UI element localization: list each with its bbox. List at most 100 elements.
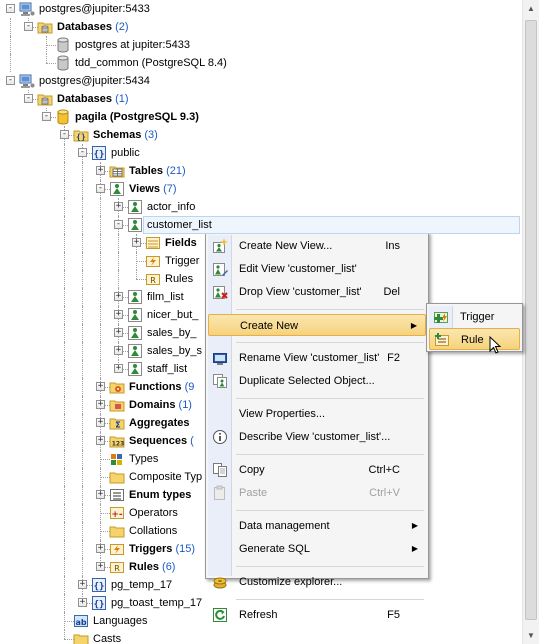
tree-node[interactable]: +sales_by_ [0,324,522,342]
tree-node[interactable]: Casts [0,630,522,644]
menu-item-generate-sql[interactable]: Generate SQL▶ [208,538,426,560]
collapse-icon[interactable]: - [6,3,15,13]
expand-icon[interactable]: + [96,399,105,409]
expand-icon[interactable]: + [96,165,105,175]
tree-node[interactable]: +Functions (9 [0,378,522,396]
tree-node[interactable]: -pagila (PostgreSQL 9.3) [0,108,522,126]
expand-icon[interactable]: + [96,417,105,427]
collapse-icon[interactable]: - [24,93,33,103]
menu-item-duplicate-selected-object[interactable]: Duplicate Selected Object... [208,370,426,392]
tree-node[interactable]: Trigger [0,252,522,270]
trigger-add-icon [433,309,449,325]
expand-icon[interactable]: + [96,561,105,571]
menu-separator [236,398,424,399]
node-name: actor_info [147,201,196,213]
tree-node[interactable]: +film_list [0,288,522,306]
svg-text:123: 123 [112,441,125,448]
collapse-icon[interactable]: - [6,75,15,85]
expand-icon[interactable]: + [114,201,123,211]
tree-guide-line [100,288,101,306]
tree-guide-line [118,252,119,270]
expand-icon[interactable]: + [96,543,105,553]
expand-icon[interactable]: + [78,597,87,607]
tree-node[interactable]: Collations [0,522,522,540]
node-name: Casts [93,633,122,644]
menu-item-customize-explorer[interactable]: Customize explorer... [208,571,426,593]
vertical-scrollbar[interactable]: ▲ ▼ [522,0,539,644]
menu-separator [236,342,424,343]
tree-node[interactable]: +{}pg_temp_17 [0,576,522,594]
trigger-icon [145,253,161,269]
collapse-icon[interactable]: - [24,21,33,31]
tree-node[interactable]: Composite Typ [0,468,522,486]
tree-node[interactable]: postgres at jupiter:5433 [0,36,522,54]
collapse-icon[interactable]: - [42,111,51,121]
tree-node[interactable]: +Triggers (15) [0,540,522,558]
tree-node[interactable]: -Views (7) [0,180,522,198]
svg-text:+-: +- [111,510,123,520]
menu-item-create-new[interactable]: Create New▶ [208,314,426,336]
expand-icon[interactable]: + [114,327,123,337]
expand-icon[interactable]: + [96,489,105,499]
tree-node-label: Tables (21) [127,164,188,178]
tree-node[interactable]: +Fields [0,234,522,252]
menu-item-edit-view-customer-list[interactable]: Edit View 'customer_list' [208,258,426,280]
collapse-icon[interactable]: - [114,219,123,229]
node-name: sales_by_s [147,345,203,357]
expand-icon[interactable]: + [114,309,123,319]
menu-item-trigger[interactable]: Trigger [429,306,520,328]
menu-item-data-management[interactable]: Data management▶ [208,515,426,537]
scroll-down-arrow-icon[interactable]: ▼ [527,631,535,640]
explorer-tree[interactable]: -postgres@jupiter:5433-Databases (2)post… [0,0,522,644]
expand-icon[interactable]: + [114,345,123,355]
collapse-icon[interactable]: - [78,147,87,157]
tree-node[interactable]: +staff_list [0,360,522,378]
menu-item-rule[interactable]: Rule [429,328,520,350]
tree-node[interactable]: Types [0,450,522,468]
scroll-up-arrow-icon[interactable]: ▲ [527,4,535,13]
tree-node[interactable]: -postgres@jupiter:5433 [0,0,522,18]
tree-node[interactable]: +Domains (1) [0,396,522,414]
node-name: Domains [129,399,176,411]
tree-node[interactable]: + sales_by_s [0,342,522,360]
tree-node[interactable]: +Enum types [0,486,522,504]
menu-item-view-properties[interactable]: View Properties... [208,403,426,425]
expand-icon[interactable]: + [132,237,141,247]
tree-node[interactable]: tdd_common (PostgreSQL 8.4) [0,54,522,72]
menu-item-drop-view-customer-list[interactable]: Drop View 'customer_list'Del [208,281,426,303]
menu-item-describe-view-customer-list[interactable]: Describe View 'customer_list'... [208,426,426,448]
expand-icon[interactable]: + [96,381,105,391]
tree-node[interactable]: +{}pg_toast_temp_17 [0,594,522,612]
tree-guide-line [100,531,110,532]
tree-node[interactable]: -Databases (1) [0,90,522,108]
tree-node[interactable]: -customer_list [0,216,522,234]
node-name: pg_temp_17 [111,579,173,591]
menu-item-create-new-view[interactable]: Create New View...Ins [208,235,426,257]
expand-icon[interactable]: + [114,291,123,301]
tree-node[interactable]: -postgres@jupiter:5434 [0,72,522,90]
tree-node[interactable]: -Databases (2) [0,18,522,36]
scroll-thumb[interactable] [525,20,537,620]
collapse-icon[interactable]: - [96,183,105,193]
collapse-icon[interactable]: - [60,129,69,139]
tree-node[interactable]: + actor_info [0,198,522,216]
expand-icon[interactable]: + [78,579,87,589]
tree-node[interactable]: +nicer_but_ [0,306,522,324]
tree-node[interactable]: -{}public [0,144,522,162]
expand-icon[interactable]: + [96,435,105,445]
svg-text:R: R [150,276,156,285]
menu-item-rename-view-customer-list[interactable]: Rename View 'customer_list'F2 [208,347,426,369]
tree-node[interactable]: +-Operators [0,504,522,522]
tree-guide-line [100,567,110,568]
expand-icon[interactable]: + [114,363,123,373]
tree-node[interactable]: -{}Schemas (3) [0,126,522,144]
tree-node[interactable]: + Tables (21) [0,162,522,180]
